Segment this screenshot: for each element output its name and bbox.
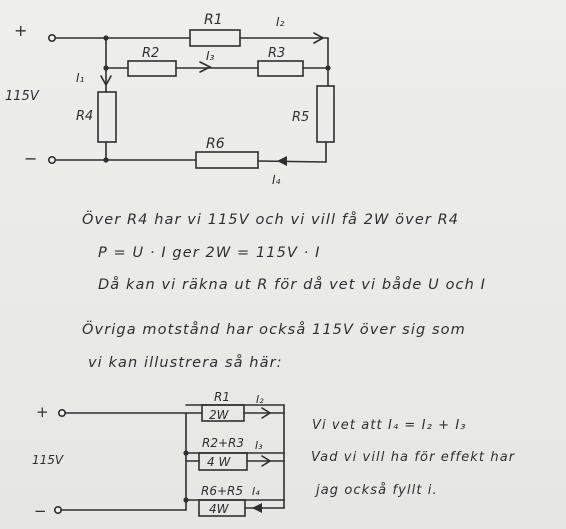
plus-sign: + bbox=[14, 21, 27, 40]
label-r5: R5 bbox=[292, 110, 309, 125]
node bbox=[103, 65, 109, 71]
note-line-2: P = U · I ger 2W = 115V · I bbox=[98, 245, 321, 261]
wire-bottom-right bbox=[257, 160, 327, 163]
node bbox=[183, 497, 189, 503]
arrow-i4 bbox=[277, 156, 287, 166]
node bbox=[325, 65, 331, 71]
resistor-r5 bbox=[316, 85, 335, 143]
label-r6: R6 bbox=[206, 136, 225, 152]
label-r3: R3 bbox=[268, 46, 285, 61]
resistor-r1 bbox=[189, 29, 241, 47]
note-line-4: Övriga motstånd har också 115V över sig … bbox=[82, 322, 466, 338]
side-note-line-2: Vad vi vill ha för effekt har bbox=[311, 450, 516, 465]
branch-1-label: R1 bbox=[214, 390, 230, 404]
note-line-1: Över R4 har vi 115V och vi vill få 2W öv… bbox=[82, 212, 460, 228]
plus-sign-2: + bbox=[36, 403, 49, 421]
side-note-line-3: jag också fyllt i. bbox=[316, 483, 438, 498]
branch-3-value: 4W bbox=[209, 502, 230, 516]
arrow-i1 bbox=[100, 75, 112, 87]
arrow-branch-2 bbox=[261, 455, 272, 467]
circuit-1: + − 115V R1 R2 R3 R4 R5 R6 I₁ I₂ I₃ I₄ bbox=[5, 12, 335, 187]
branch-2-value: 4 W bbox=[207, 455, 231, 469]
label-i4: I₄ bbox=[272, 173, 281, 187]
voltage-label-2: 115V bbox=[32, 453, 64, 467]
branch-1-value: 2W bbox=[209, 408, 230, 422]
resistor-r4 bbox=[97, 91, 117, 143]
resistor-r2 bbox=[127, 60, 177, 77]
circuit-2: + − 115V R1 2W I₂ R2+R3 4 W I₃ R6+R5 4W … bbox=[32, 390, 285, 520]
arrow-branch-1 bbox=[261, 407, 272, 419]
label-i3: I₃ bbox=[206, 49, 215, 63]
label-r2: R2 bbox=[142, 46, 159, 61]
branch-1-current: I₂ bbox=[256, 393, 264, 406]
resistor-r6 bbox=[195, 151, 259, 169]
label-i1: I₁ bbox=[76, 71, 85, 85]
branch-2-label: R2+R3 bbox=[202, 436, 244, 450]
note-line-5: vi kan illustrera så här: bbox=[88, 355, 283, 371]
side-note-line-1: Vi vet att I₄ = I₂ + I₃ bbox=[312, 418, 467, 433]
voltage-label: 115V bbox=[5, 89, 40, 104]
branch-3-current: I₄ bbox=[252, 485, 260, 498]
minus-sign: − bbox=[24, 149, 37, 168]
label-i2: I₂ bbox=[276, 15, 285, 29]
branch-3-label: R6+R5 bbox=[201, 484, 243, 498]
label-r4: R4 bbox=[76, 109, 93, 124]
node bbox=[103, 157, 109, 163]
minus-sign-2: − bbox=[34, 502, 47, 520]
resistor-r3 bbox=[257, 60, 304, 77]
arrow-i3 bbox=[199, 61, 212, 73]
terminal-plus bbox=[47, 33, 56, 42]
node bbox=[103, 35, 109, 41]
note-line-3: Då kan vi räkna ut R för då vet vi både … bbox=[98, 277, 486, 293]
terminal-minus bbox=[47, 156, 56, 165]
arrow-i2 bbox=[313, 32, 325, 44]
branch-2-current: I₃ bbox=[255, 439, 263, 452]
node bbox=[183, 450, 189, 456]
label-r1: R1 bbox=[204, 12, 223, 28]
arrow-branch-3 bbox=[252, 503, 262, 513]
